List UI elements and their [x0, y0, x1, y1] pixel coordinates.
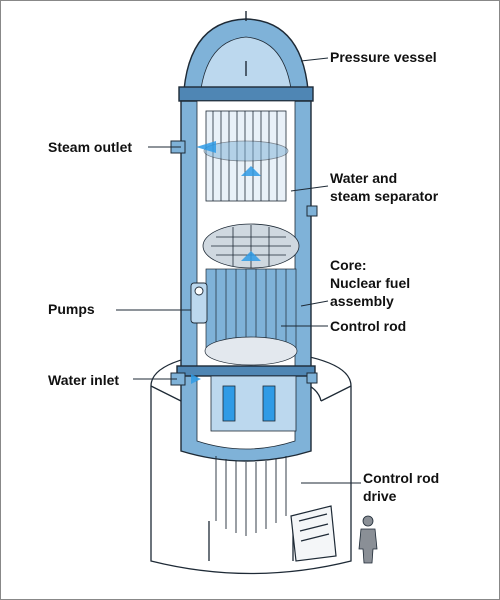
- lower-plenum: [210, 375, 297, 432]
- label-control-rod: Control rod: [330, 318, 407, 334]
- label-core-line-2: Nuclear fuel: [330, 275, 411, 291]
- label-separator-line-1: Water and: [330, 170, 398, 186]
- label-separator-line-2: steam separator: [330, 188, 439, 204]
- label-water-inlet: Water inlet: [48, 372, 120, 388]
- control-rod-drives: [215, 456, 287, 536]
- label-pumps: Pumps: [48, 301, 95, 317]
- label-pressure-vessel: Pressure vessel: [330, 49, 437, 65]
- pump-unit: [190, 282, 208, 324]
- separator-tubes: [203, 110, 289, 202]
- core-grid: [202, 223, 300, 269]
- label-core-line-3: assembly: [330, 293, 394, 309]
- label-control-rod-drive: Control rod drive: [363, 469, 439, 505]
- label-core: Core: Nuclear fuel assembly: [330, 256, 410, 310]
- leader-lines: [116, 57, 361, 484]
- drive-housing: [290, 505, 337, 562]
- label-core-line-1: Core:: [330, 257, 367, 273]
- label-drive-line-2: drive: [363, 488, 397, 504]
- label-drive-line-1: Control rod: [363, 470, 440, 486]
- flow-arrow-icon: [191, 141, 261, 384]
- label-steam-outlet: Steam outlet: [48, 139, 133, 155]
- label-water-steam-separator: Water and steam separator: [330, 169, 438, 205]
- person-silhouette-icon: [358, 515, 378, 564]
- fuel-assembly: [204, 268, 298, 366]
